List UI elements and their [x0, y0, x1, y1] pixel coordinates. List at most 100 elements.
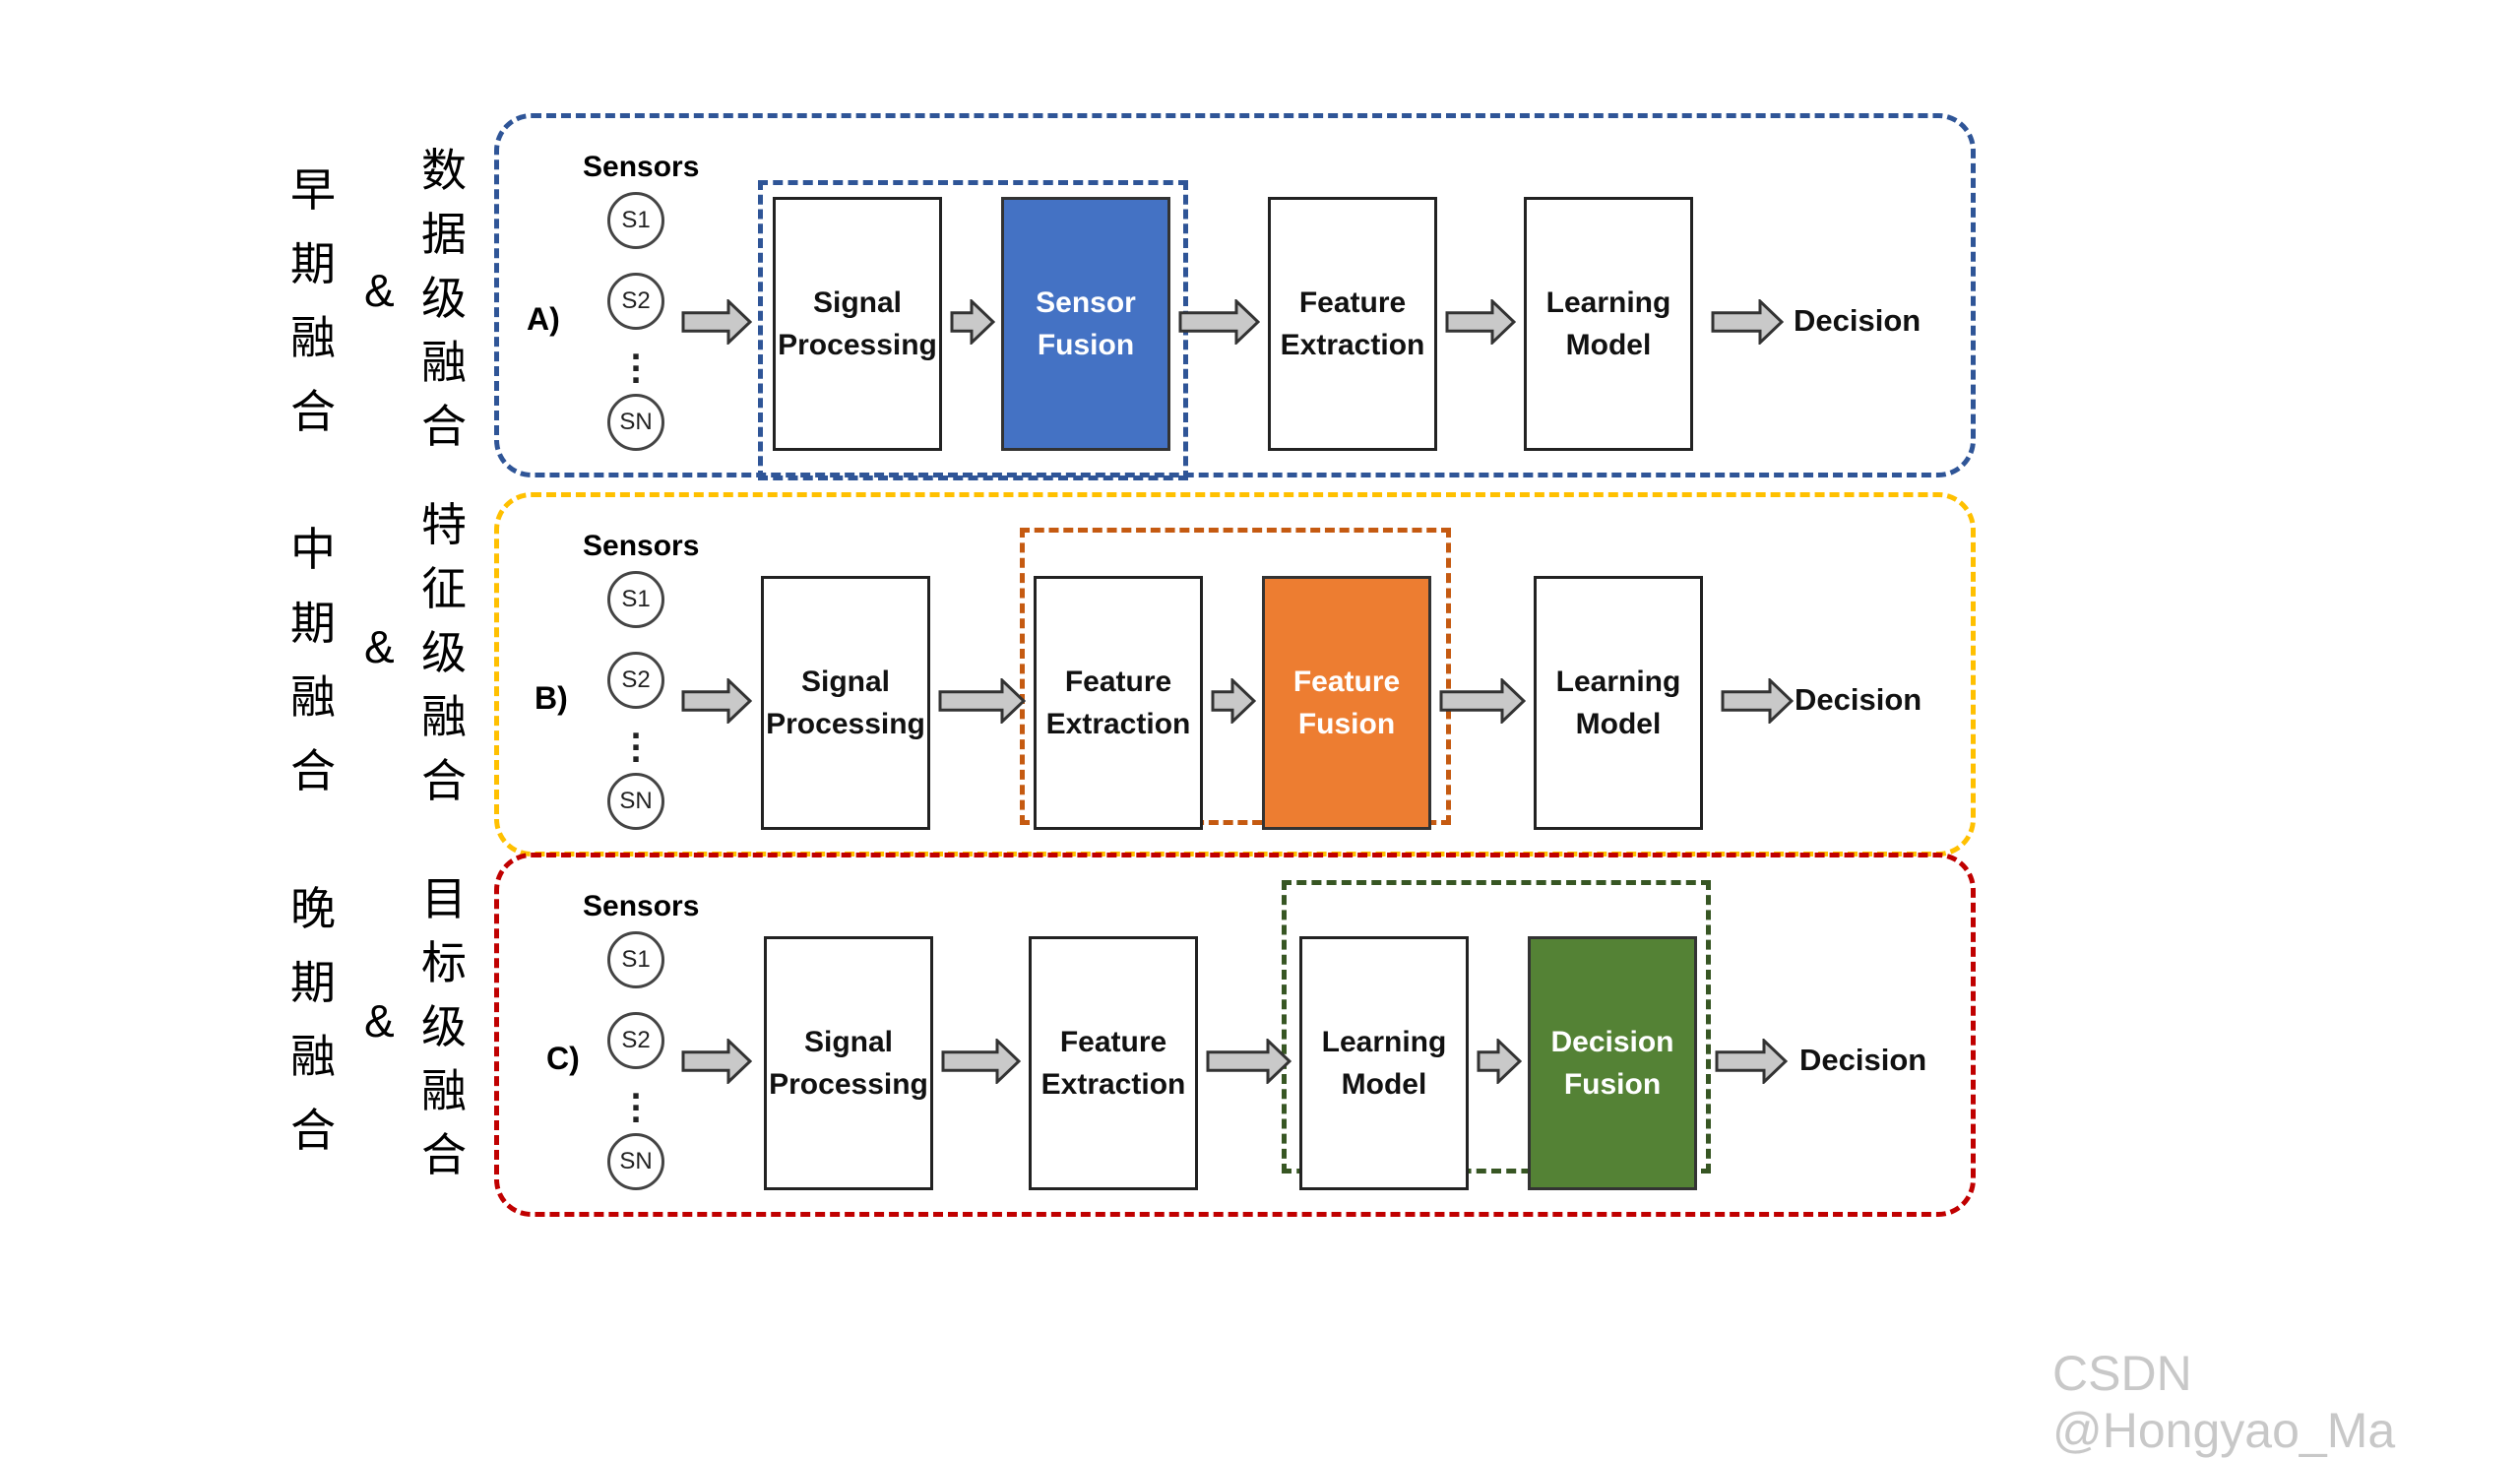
sensor-label: S2 [621, 287, 651, 314]
block-line2: Fusion [1297, 708, 1396, 740]
ampersand: & [364, 995, 395, 1047]
output-arrow [1711, 299, 1784, 345]
flow-arrow [1211, 678, 1256, 724]
block-line2: Extraction [1045, 708, 1191, 740]
sensor-node-s1: S1 [607, 931, 664, 988]
block-line2: Processing [778, 329, 937, 361]
block-line2: Model [1341, 1068, 1427, 1101]
block-line1: Learning [1321, 1025, 1447, 1058]
flow-arrow [941, 1039, 1021, 1084]
sensor-label: SN [619, 788, 653, 814]
right-label-char: 级 [421, 272, 467, 325]
left-label-char: 融 [290, 670, 336, 724]
sensors-title: Sensors [583, 530, 700, 562]
flow-arrow [950, 299, 995, 345]
sensor-label: S1 [621, 586, 651, 612]
sensor-node-s2: S2 [607, 652, 664, 709]
fusion-group-frame [1020, 528, 1451, 825]
sensor-node-sn: SN [607, 394, 664, 451]
block-line1: Feature [1064, 665, 1172, 698]
watermark: CSDN @Hongyao_Ma [2052, 1346, 2396, 1458]
sensor-label: S1 [621, 946, 651, 973]
block-line2: Processing [769, 1068, 928, 1101]
sensor-label: SN [619, 1148, 653, 1174]
right-label-char: 合 [421, 754, 467, 807]
block-line1: Signal [803, 1025, 893, 1058]
block-line1: Feature [1292, 665, 1401, 698]
left-label-char: 合 [290, 1104, 336, 1157]
ellipsis-dots: ... [630, 1066, 642, 1131]
block-line1: Signal [812, 285, 902, 319]
block-line2: Model [1565, 329, 1652, 361]
ellipsis-dots: ... [630, 327, 642, 392]
sensor-label: SN [619, 409, 653, 435]
right-label-char: 征 [421, 562, 467, 615]
flow-arrow [1477, 1039, 1522, 1084]
block-line1: Decision [1550, 1025, 1674, 1058]
flow-arrow [1439, 678, 1526, 724]
right-label-char: 数 [421, 144, 467, 197]
block-line2: Processing [766, 708, 925, 740]
sensor-node-s1: S1 [607, 571, 664, 628]
block-line1: Learning [1555, 665, 1681, 698]
right-label-char: 标 [421, 936, 467, 989]
flow-arrow [938, 678, 1026, 724]
flow-arrow [1206, 1039, 1292, 1084]
row-frame-a [494, 113, 1976, 477]
block-line1: Learning [1545, 285, 1671, 319]
row-label: B) [535, 680, 568, 716]
left-label-char: 融 [290, 1030, 336, 1083]
right-label-char: 合 [421, 400, 467, 453]
block-line1: Signal [800, 665, 890, 698]
block-line2: Fusion [1563, 1068, 1662, 1101]
right-label-char: 合 [421, 1128, 467, 1181]
block-line2: Model [1575, 708, 1662, 740]
right-label-char: 据 [421, 208, 467, 261]
flow-arrow [1445, 299, 1516, 345]
row-label: A) [527, 301, 560, 337]
sensors-title: Sensors [583, 151, 700, 183]
left-label-char: 融 [290, 311, 336, 364]
block-line2: Extraction [1280, 329, 1425, 361]
sensor-node-sn: SN [607, 1133, 664, 1190]
left-label-char: 期 [290, 956, 336, 1009]
ampersand: & [364, 621, 395, 672]
fusion-group-frame [1282, 880, 1711, 1174]
left-label-char: 期 [290, 237, 336, 290]
ellipsis-dots: ... [630, 706, 642, 771]
left-label-char: 早 [290, 163, 336, 217]
sensor-node-s1: S1 [607, 192, 664, 249]
sensor-arrow [681, 1039, 752, 1084]
ampersand: & [364, 265, 395, 316]
sensor-label: S2 [621, 666, 651, 693]
left-label-char: 合 [290, 385, 336, 438]
right-label-char: 融 [421, 336, 467, 389]
row-label: C) [546, 1041, 580, 1076]
right-label-char: 级 [421, 1000, 467, 1053]
row-frame-c [494, 853, 1976, 1217]
block-line1: Feature [1059, 1025, 1167, 1058]
block-line2: Fusion [1037, 329, 1135, 361]
sensor-arrow [681, 678, 752, 724]
right-label-char: 融 [421, 690, 467, 743]
sensor-node-s2: S2 [607, 273, 664, 330]
right-label-char: 融 [421, 1064, 467, 1117]
